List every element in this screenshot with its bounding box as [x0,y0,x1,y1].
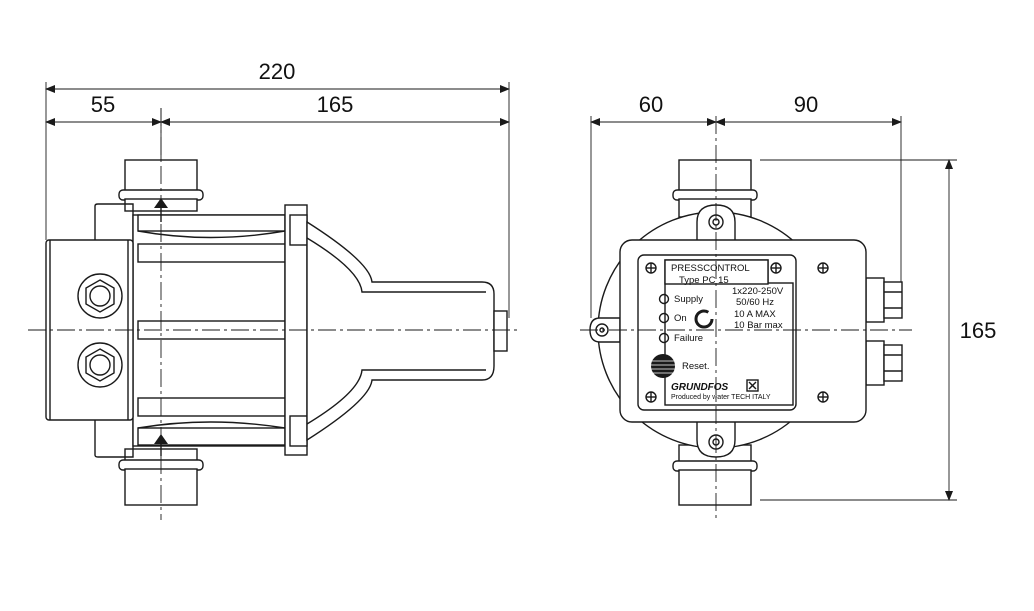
front-bottom-pipe [672,444,758,506]
dim-90-label: 90 [794,92,818,117]
dimension-165-height: 165 [945,159,997,501]
indicator-on: On [658,312,687,324]
label-title-plate-overlay [664,259,769,285]
lower-cable-gland [865,340,903,386]
screw-top-left [645,262,657,274]
indicator-supply-label: Supply [674,294,703,305]
dimension-60: 60 [590,92,717,126]
dim-55-label: 55 [91,92,115,117]
label-title-overlay: PRESSCONTROL [671,263,750,274]
brand-x-icon [746,379,759,392]
producer-text: Produced by water TECH ITALY [671,394,771,401]
dimension-90: 90 [715,92,902,126]
screw-top-right [817,262,829,274]
screw-bottom-right [817,391,829,403]
spec-current: 10 A MAX [734,309,776,320]
indicator-supply: Supply [658,293,703,305]
front-view: 60 90 165 [580,92,996,520]
dimension-220: 220 [45,59,510,93]
lower-port-nut [77,342,123,388]
dim-165-side-label: 165 [317,92,354,117]
upper-cable-gland [865,277,903,323]
screw-bottom-left [645,391,657,403]
dimension-55: 55 [45,92,162,126]
spec-frequency: 50/60 Hz [736,297,774,308]
reset-label: Reset. [682,361,709,372]
dim-220-label: 220 [259,59,296,84]
panel-screws [645,262,829,403]
indicator-on-label: On [674,313,687,324]
cable-tail [306,220,508,442]
upper-port-nut [77,273,123,319]
spec-voltage: 1x220-250V [732,286,784,297]
main-housing [132,214,286,447]
indicator-failure-label: Failure [674,333,703,344]
screw-panel-right [770,262,782,274]
label-plate [664,282,794,406]
brand-logo-text: GRUNDFOS [671,382,729,393]
reset-button[interactable] [651,354,675,378]
dim-60-label: 60 [639,92,663,117]
front-top-pipe [672,159,758,218]
side-view: 220 55 165 [28,59,520,520]
dim-165-height-label: 165 [960,318,997,343]
spec-pressure: 10 Bar max [734,320,783,331]
indicator-failure: Failure [658,332,703,344]
label-type-overlay: Type PC 15 [679,275,729,286]
power-cycle-icon [694,309,714,329]
dimension-165-side: 165 [160,92,510,126]
